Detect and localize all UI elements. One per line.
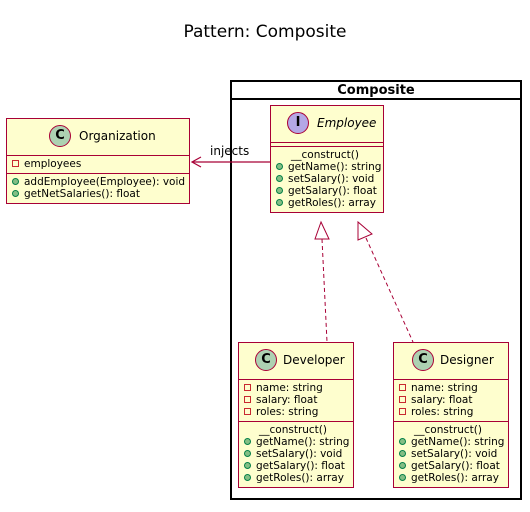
private-icon xyxy=(12,160,19,167)
class-name: Employee xyxy=(317,116,377,130)
interface-employee: I Employee __construct() getName(): stri… xyxy=(270,105,384,213)
class-designer: C Designer name: string salary: float ro… xyxy=(393,342,509,488)
method-row: getSalary(): float xyxy=(239,460,353,472)
injects-arrowhead xyxy=(190,156,202,168)
field-row: employees xyxy=(7,158,189,170)
field-row: roles: string xyxy=(239,406,353,418)
class-stereotype-icon: C xyxy=(49,125,71,147)
public-icon xyxy=(276,199,283,206)
methods-section: __construct() getName(): string setSalar… xyxy=(394,422,508,487)
public-icon xyxy=(399,474,406,481)
designer-realization-arrowhead xyxy=(357,220,373,241)
method-row: getName(): string xyxy=(394,436,508,448)
class-header: C Designer xyxy=(394,343,508,380)
public-icon xyxy=(399,450,406,457)
methods-section: addEmployee(Employee): void getNetSalari… xyxy=(7,174,189,203)
fields-section: name: string salary: float roles: string xyxy=(239,380,353,422)
method-row: __construct() xyxy=(414,424,482,436)
fields-section xyxy=(271,143,383,147)
class-header: C Developer xyxy=(239,343,353,380)
private-icon xyxy=(399,396,406,403)
class-developer: C Developer name: string salary: float r… xyxy=(238,342,354,488)
public-icon xyxy=(244,462,251,469)
private-icon xyxy=(399,384,406,391)
method-row: getSalary(): float xyxy=(394,460,508,472)
class-organization: C Organization employees addEmployee(Emp… xyxy=(6,118,190,204)
private-icon xyxy=(244,384,251,391)
public-icon xyxy=(244,438,251,445)
package-tab xyxy=(230,80,522,100)
method-row: getRoles(): array xyxy=(239,472,353,484)
public-icon xyxy=(399,438,406,445)
method-row: __construct() xyxy=(259,424,327,436)
field-row: name: string xyxy=(239,382,353,394)
field-row: name: string xyxy=(394,382,508,394)
class-header: C Organization xyxy=(7,119,189,156)
class-name: Designer xyxy=(440,353,494,367)
methods-section: __construct() getName(): string setSalar… xyxy=(239,422,353,487)
class-stereotype-icon: C xyxy=(255,349,277,371)
method-row: setSalary(): void xyxy=(394,448,508,460)
public-icon xyxy=(276,163,283,170)
class-header: I Employee xyxy=(271,106,383,143)
private-icon xyxy=(244,396,251,403)
field-row: roles: string xyxy=(394,406,508,418)
methods-section: __construct() getName(): string setSalar… xyxy=(271,147,383,212)
public-icon xyxy=(244,474,251,481)
method-row: getRoles(): array xyxy=(271,197,383,209)
method-row: getName(): string xyxy=(271,161,383,173)
method-row: getName(): string xyxy=(239,436,353,448)
method-row: getNetSalaries(): float xyxy=(7,188,189,200)
method-row: getSalary(): float xyxy=(271,185,383,197)
public-icon xyxy=(244,450,251,457)
public-icon xyxy=(12,178,19,185)
private-icon xyxy=(399,408,406,415)
developer-realization-line xyxy=(321,238,328,343)
injects-label: injects xyxy=(210,144,250,158)
public-icon xyxy=(399,462,406,469)
method-row: setSalary(): void xyxy=(239,448,353,460)
method-row: addEmployee(Employee): void xyxy=(7,176,189,188)
class-name: Organization xyxy=(79,129,156,143)
class-stereotype-icon: C xyxy=(412,349,434,371)
fields-section: employees xyxy=(7,156,189,174)
public-icon xyxy=(276,187,283,194)
package-composite: Composite xyxy=(230,80,522,500)
designer-realization-line xyxy=(365,237,414,343)
method-row: __construct() xyxy=(291,149,359,161)
private-icon xyxy=(244,408,251,415)
field-row: salary: float xyxy=(394,394,508,406)
class-name: Developer xyxy=(283,353,345,367)
method-row: setSalary(): void xyxy=(271,173,383,185)
interface-stereotype-icon: I xyxy=(287,112,309,134)
developer-realization-arrowhead xyxy=(314,220,330,240)
field-row: salary: float xyxy=(239,394,353,406)
fields-section: name: string salary: float roles: string xyxy=(394,380,508,422)
method-row: getRoles(): array xyxy=(394,472,508,484)
package-name: Composite xyxy=(337,83,415,98)
public-icon xyxy=(276,175,283,182)
public-icon xyxy=(12,190,19,197)
diagram-title: Pattern: Composite xyxy=(183,22,347,42)
